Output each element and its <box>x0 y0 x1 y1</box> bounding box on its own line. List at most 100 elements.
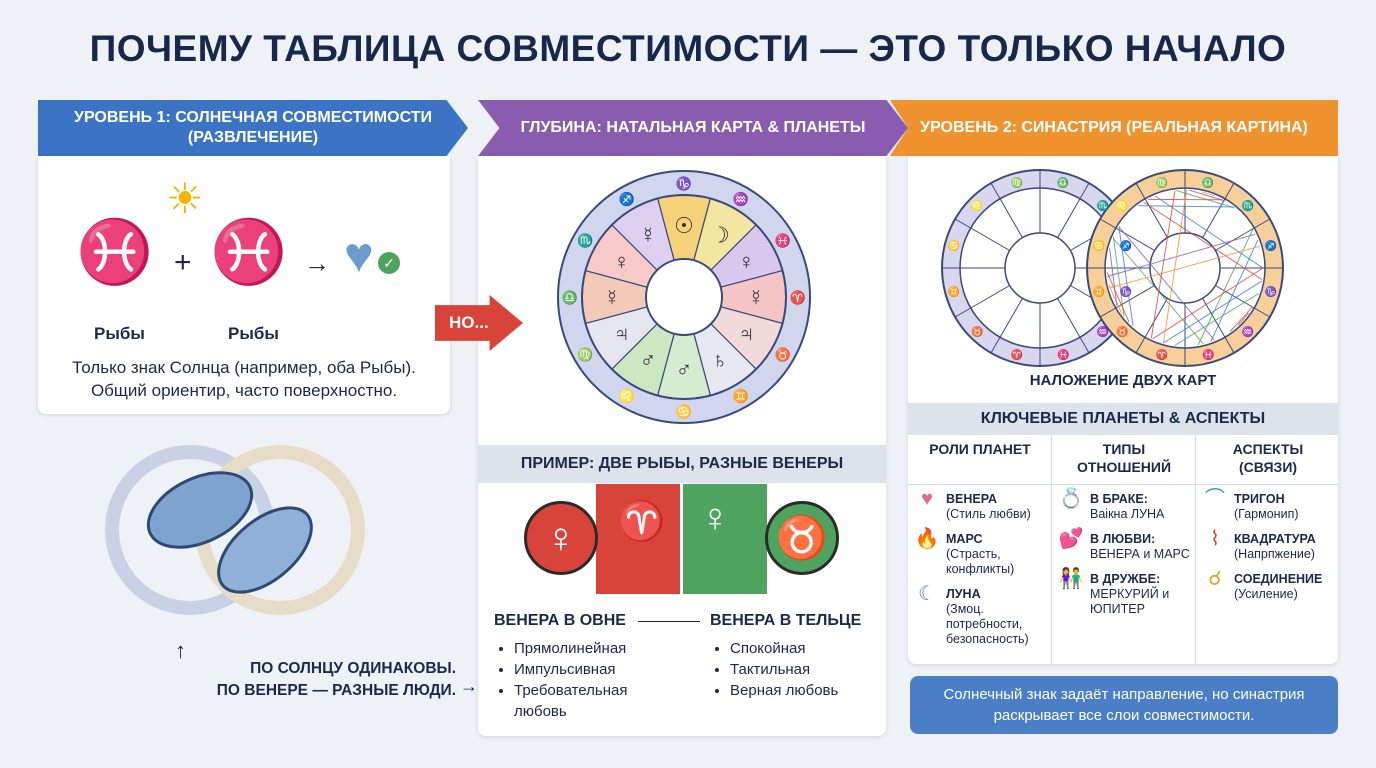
planet-glyph: ☿ <box>640 223 657 248</box>
aspect-line <box>1152 267 1264 340</box>
key-item-icon: ☾ <box>918 583 936 605</box>
key-item-icon: 👫 <box>1058 568 1084 590</box>
level2-header-text: УРОВЕНЬ 2: СИНАСТРИЯ (РЕАЛЬНАЯ КАРТИНА) <box>920 119 1308 136</box>
zodiac-glyph: ♍ <box>1011 176 1023 189</box>
zodiac-glyph: ♐ <box>1120 239 1132 252</box>
aries-icon: ♈ <box>618 501 666 543</box>
column-title: ТИПЫ ОТНОШЕНИЙ <box>1076 441 1172 475</box>
key-item-name: КВАДРАТУРА <box>1234 532 1316 546</box>
zodiac-glyph: ♍ <box>577 347 593 362</box>
key-item-name: ВЕНЕРА <box>946 492 997 506</box>
planet-glyph: ☽ <box>710 223 730 248</box>
sign-label-a: Рыбы <box>94 324 145 343</box>
key-item: 💍В БРАКЕ:Ваікна ЛУНА <box>1058 489 1190 522</box>
aspect-line <box>1109 245 1261 289</box>
zodiac-glyph: ♓ <box>1202 348 1214 361</box>
zodiac-glyph: ♉ <box>1116 325 1128 338</box>
depth-header-text: ГЛУБИНА: НАТАЛЬНАЯ КАРТА & ПЛАНЕТЫ <box>520 119 866 136</box>
level2-card: ♑♒♓♈♉♊♋♌♍♎♏♐♑♒♓♈♉♊♋♌♍♎♏♐ НАЛОЖЕНИЕ ДВУХ … <box>908 156 1338 664</box>
heart-check-icon: ♥✓ <box>344 226 400 284</box>
venus-aries-title: ВЕНЕРА В ОВНЕ <box>494 612 626 629</box>
zodiac-glyph: ♉ <box>971 325 983 338</box>
key-item-desc: Ваікна ЛУНА <box>1090 507 1165 521</box>
key-item-desc: (Гармонип) <box>1234 507 1299 521</box>
example-header: ПРИМЕР: ДВЕ РЫБЫ, РАЗНЫЕ ВЕНЕРЫ <box>478 445 886 483</box>
key-item-desc: ВЕНЕРА и МАРС <box>1090 547 1190 561</box>
zodiac-glyph: ♎ <box>1202 176 1214 189</box>
zodiac-glyph: ♎ <box>562 290 578 305</box>
zodiac-glyph: ♌ <box>971 199 983 212</box>
aspect-line <box>1106 272 1130 323</box>
venus-taurus-title: ВЕНЕРА В ТЕЛЬЦЕ <box>710 612 862 629</box>
taurus-icon: ♉ <box>775 514 829 561</box>
column-title: АСПЕКТЫ (СВЯЗИ) <box>1232 441 1304 475</box>
planet-glyph: ☿ <box>748 285 765 310</box>
planet-glyph: ♄ <box>712 347 729 372</box>
key-item: ♥ ВЕНЕРА(Стиль любви) <box>914 488 1046 522</box>
list-item: Верная любовь <box>730 680 874 701</box>
key-item-desc: (Напрпжение) <box>1234 547 1315 561</box>
key-column: АСПЕКТЫ (СВЯЗИ)⌒ТРИГОН(Гармонип)⌇КВАДРАТ… <box>1202 440 1334 612</box>
zodiac-glyph: ♉ <box>775 347 791 362</box>
aspect-line <box>1239 315 1247 324</box>
key-item-name: СОЕДИНЕНИЕ <box>1234 572 1323 586</box>
aspect-line <box>1210 239 1259 342</box>
aspect-line <box>1118 226 1134 327</box>
fish-icon: ♓ <box>210 218 288 287</box>
key-item-icon: ☌ <box>1208 568 1222 590</box>
faded-wheels-illustration <box>105 445 365 615</box>
key-item: ⌒ТРИГОН(Гармонип) <box>1202 489 1334 522</box>
natal-chart-wheel: ♑☉♒☽♓♀♈☿♉♃♊♄♋♂♌♂♍♃♎☿♏♀♐☿ <box>557 170 811 424</box>
key-item-icon: ♥ <box>921 488 933 510</box>
key-item-desc: (Усиление) <box>1234 587 1298 601</box>
sun-icon: ☀ <box>166 175 204 222</box>
planet-glyph: ♂ <box>676 357 693 382</box>
key-column: РОЛИ ПЛАНЕТ♥ВЕНЕРА(Стиль любви)🔥МАРС(Стр… <box>914 440 1046 657</box>
planet-glyph: ☿ <box>604 285 621 310</box>
taurus-circle: ♉ <box>765 501 839 575</box>
zodiac-glyph: ♓ <box>775 233 791 248</box>
planet-glyph: ☉ <box>674 213 694 238</box>
zodiac-glyph: ♌ <box>619 389 635 404</box>
zodiac-glyph: ♈ <box>1156 348 1168 361</box>
zodiac-glyph: ♓ <box>1057 348 1069 361</box>
depth-card: ♑☉♒☽♓♀♈☿♉♃♊♄♋♂♌♂♍♃♎☿♏♀♐☿ ПРИМЕР: ДВЕ РЫБ… <box>478 156 886 736</box>
zodiac-glyph: ♏ <box>1242 199 1254 212</box>
aspect-line <box>1150 190 1176 339</box>
key-item-name: В ДРУЖБЕ: <box>1090 572 1161 586</box>
list-item: Требовательная любовь <box>514 680 658 722</box>
zodiac-glyph: ♋ <box>676 404 692 419</box>
zodiac-glyph: ♒ <box>733 191 749 206</box>
key-header: КЛЮЧЕВЫЕ ПЛАНЕТЫ & АСПЕКТЫ <box>908 403 1338 435</box>
key-item-name: ЛУНА <box>946 587 981 601</box>
page-title: ПОЧЕМУ ТАБЛИЦА СОВМЕСТИМОСТИ — ЭТО ТОЛЬК… <box>89 28 1287 69</box>
aspect-line <box>1163 280 1263 344</box>
zodiac-glyph: ♏ <box>577 233 593 248</box>
zodiac-glyph: ♑ <box>676 176 692 191</box>
aspect-line <box>1108 285 1123 314</box>
key-item: 👫В ДРУЖБЕ:МЕРКУРИЙ и ЮПИТЕР <box>1058 568 1190 617</box>
key-item-name: В БРАКЕ: <box>1090 492 1148 506</box>
plus-sign: + <box>174 246 192 279</box>
level1-description: Только знак Солнца (например, оба Рыбы).… <box>72 358 416 400</box>
venus-aries-circle: ♀ <box>524 501 598 575</box>
venus-icon: ♀ <box>700 496 730 540</box>
zodiac-glyph: ♍ <box>1156 176 1168 189</box>
zodiac-glyph: ♌ <box>1116 199 1128 212</box>
bottom-note: Солнечный знак задаёт направление, но си… <box>910 676 1338 734</box>
key-item-desc: (Стиль любви) <box>946 507 1031 521</box>
zodiac-glyph: ♈ <box>1011 348 1023 361</box>
list-item: Тактильная <box>730 659 874 680</box>
venus-icon: ♀ <box>545 514 577 561</box>
aspect-line <box>1112 237 1204 345</box>
aspect-line <box>1154 195 1264 269</box>
aspect-line <box>1189 189 1226 202</box>
key-item-name: МАРС <box>946 532 983 546</box>
sign-label-b: Рыбы <box>228 324 279 343</box>
zodiac-glyph: ♎ <box>1057 176 1069 189</box>
divider <box>1195 435 1196 664</box>
aspect-line <box>1202 191 1215 197</box>
key-item-desc: (Змоц. потребности, безопасность) <box>946 602 1029 646</box>
aries-block <box>596 484 680 594</box>
venus-aries-list: Прямолинейная Импульсивная Требовательна… <box>498 638 658 722</box>
